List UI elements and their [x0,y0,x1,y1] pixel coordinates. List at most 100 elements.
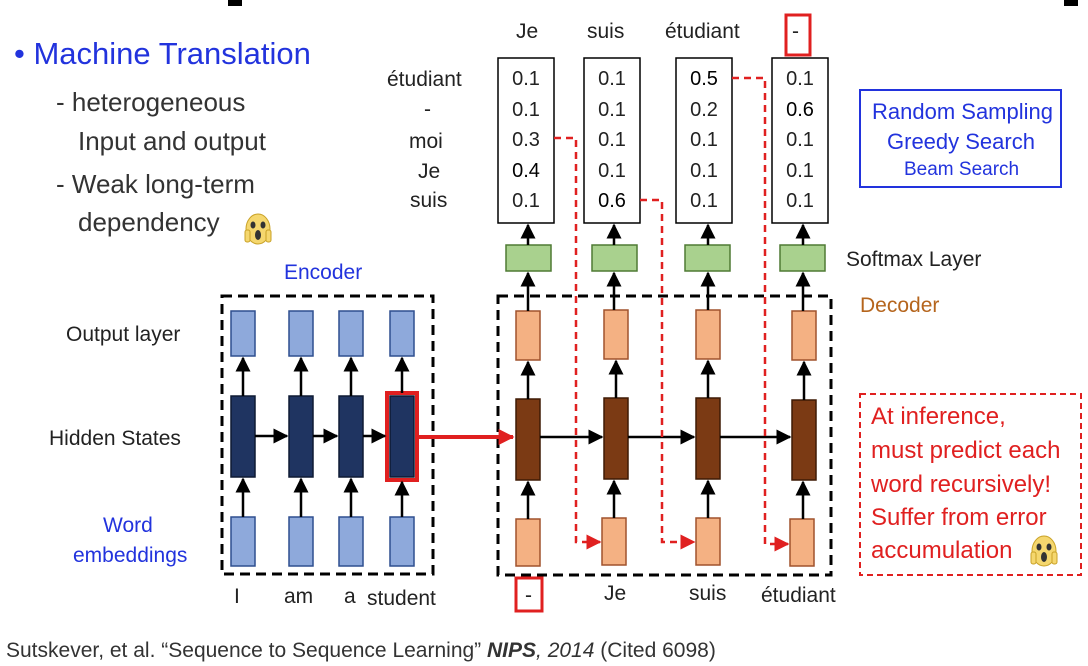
vocab-label: moi [409,130,443,153]
start-token-highlight [514,576,544,613]
decoder-input-word: Je [604,582,627,605]
prob-value: 0.1 [786,129,814,151]
encoder-input-word: student [367,587,436,610]
prob-value: 0.4 [512,159,540,182]
encoder-embedding [230,516,256,567]
softmax-layer-label: Softmax Layer [846,248,982,271]
vocab-label: suis [410,189,448,212]
scream-icon [1030,535,1058,567]
scream-icon [244,213,272,245]
softmax-box [505,244,552,272]
decoder-embedding [695,517,721,566]
decoder-hidden-state [695,397,721,480]
encoder-output [288,310,314,357]
encoder-output [389,310,415,357]
feedback-arrow [732,76,790,552]
feedback-arrow [640,198,696,550]
note-line: Suffer from error [871,504,1047,531]
bullet-machine-translation: • Machine Translation [14,36,311,71]
prob-value: 0.1 [598,98,626,121]
feedback-arrow [554,136,602,550]
encoder-input-word: I [234,585,240,608]
decoder-label: Decoder [860,294,940,317]
note-line: At inference, [871,403,1006,430]
prob-value: 0.1 [598,68,626,90]
decoder-input-word: - [525,584,532,607]
decoder-hidden-state [791,399,817,481]
encoder-input-word: am [284,585,314,608]
decoder-hidden-state [603,397,629,480]
prob-column: 0.1 0.1 0.3 0.4 0.1 [498,64,554,217]
title-fragment [228,0,242,6]
decoder-output [791,310,817,361]
encoder-input-word: a [344,585,356,608]
sampling-box [859,89,1062,188]
prob-value: 0.5 [690,68,718,90]
encoder-box [220,294,435,576]
inference-note-box [859,393,1082,576]
sampling-greedy: Greedy Search [887,129,1035,154]
decoder-output-word: - [792,20,799,43]
encoder-embedding [389,516,415,567]
prob-value: 0.6 [598,190,626,212]
prob-value: 0.1 [512,98,540,121]
prob-box [583,57,641,224]
bullet-dependency: dependency [78,207,220,237]
prob-value: 0.1 [512,190,540,212]
note-line: accumulation [871,537,1013,564]
encoder-hidden-state [230,395,256,478]
decoder-output-word: suis [587,20,625,43]
decoder-output [515,310,541,361]
word-embeddings-label-2: embeddings [73,544,188,567]
prob-value: 0.6 [786,98,814,121]
prob-value: 0.1 [786,159,814,182]
note-line: must predict each [871,437,1061,464]
bullet-heterogeneous: - heterogeneous [56,87,246,117]
decoder-input-word: suis [689,582,727,605]
encoder-hidden-state [338,395,364,478]
encoder-embedding [288,516,314,567]
decoder-output-word: étudiant [665,20,740,43]
prob-value: 0.1 [786,68,814,90]
decoder-embedding [515,518,541,567]
prob-column: 0.1 0.1 0.1 0.1 0.6 [584,64,640,217]
bullet-input-output: Input and output [78,126,266,156]
prob-value: 0.3 [512,129,540,151]
prob-value: 0.1 [690,159,718,182]
encoder-embedding [338,516,364,567]
vocab-label: - [424,98,431,121]
prob-box [497,57,555,224]
citation-venue: NIPS [487,639,537,662]
prob-box [675,57,733,224]
word-embeddings-label-1: Word [103,514,153,537]
decoder-box [496,294,833,577]
prob-value: 0.1 [598,129,626,151]
prob-value: 0.1 [598,159,626,182]
output-layer-label: Output layer [66,323,181,346]
prob-value: 0.1 [786,190,814,212]
title-fragment [1064,0,1078,6]
citation-year: , 2014 [536,639,595,662]
encoder-hidden-state [389,395,415,478]
prob-value: 0.1 [512,68,540,90]
prob-column: 0.5 0.2 0.1 0.1 0.1 [676,64,732,217]
prob-value: 0.1 [690,129,718,151]
encoder-output [230,310,256,357]
citation-title: “Sequence to Sequence Learning” [161,639,482,662]
sampling-random: Random Sampling [872,99,1053,124]
bullet-weak-longterm: - Weak long-term [56,169,255,199]
hidden-states-label: Hidden States [49,427,181,450]
encoder-hidden-state [288,395,314,478]
prob-value: 0.2 [690,98,718,121]
citation: Sutskever, et al. “Sequence to Sequence … [6,639,716,663]
vocab-label: étudiant [387,68,462,91]
note-line: word recursively! [871,471,1052,498]
sampling-beam: Beam Search [904,159,1020,180]
decoder-output-word: Je [516,20,539,43]
prob-box [771,57,829,224]
encoder-output [338,310,364,357]
decoder-output [603,309,629,360]
decoder-hidden-state [515,398,541,481]
prob-value: 0.1 [690,190,718,212]
